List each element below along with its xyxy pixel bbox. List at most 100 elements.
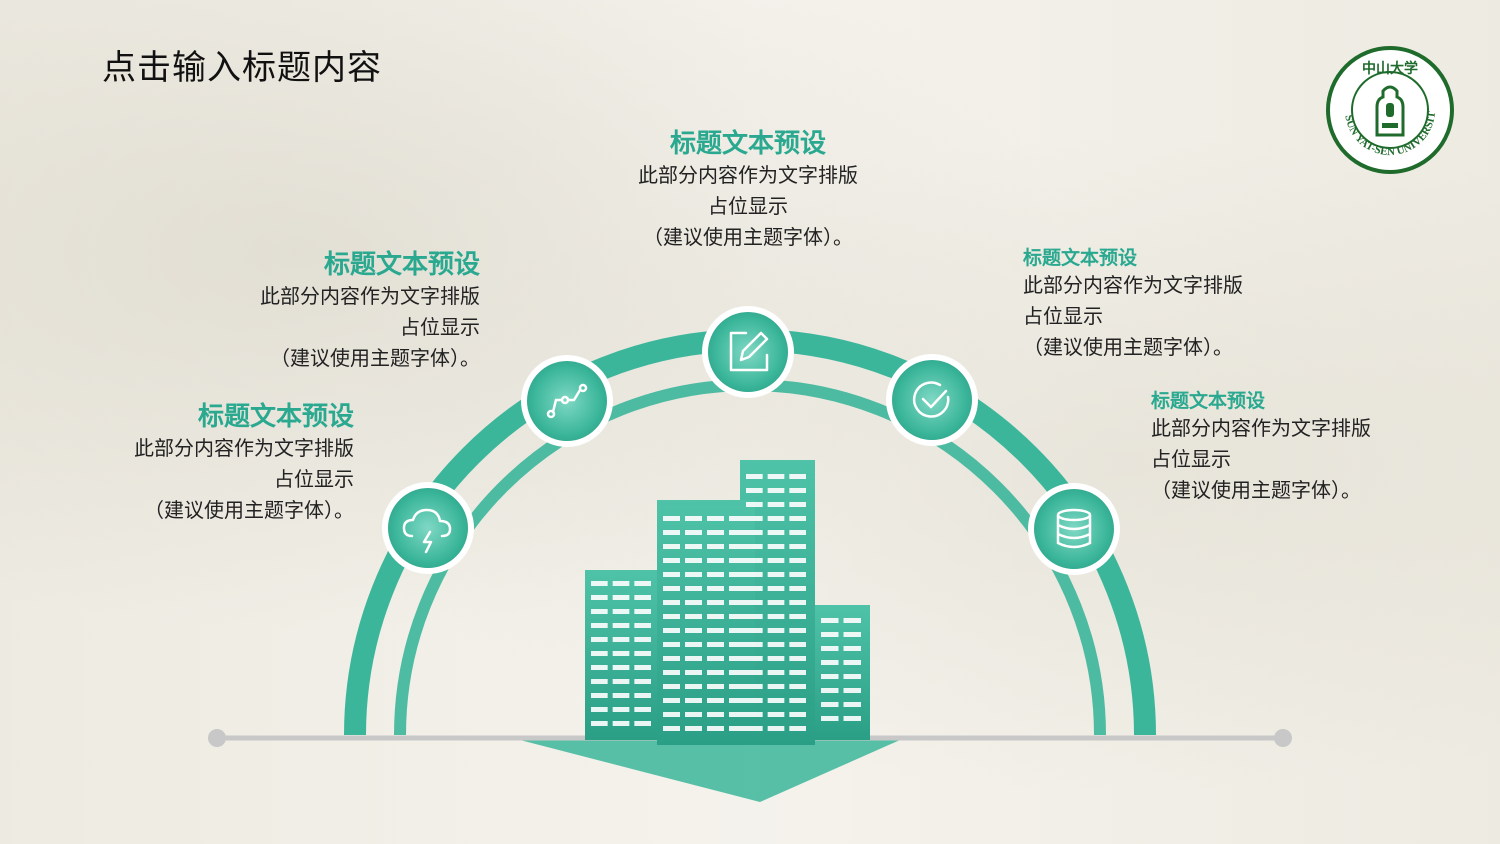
building-window (707, 726, 724, 731)
building-window (767, 670, 785, 675)
building-window (663, 656, 680, 661)
building-window (685, 614, 702, 619)
block-line-2[interactable]: 占位显示 (274, 467, 354, 491)
building-window (746, 502, 763, 507)
block-line-1[interactable]: 此部分内容作为文字排版 (1151, 416, 1371, 440)
building-window (707, 572, 724, 577)
block-line-2[interactable]: 占位显示 (708, 194, 788, 218)
building-window (767, 502, 785, 507)
block-line-1[interactable]: 此部分内容作为文字排版 (260, 284, 480, 308)
building-window (663, 530, 680, 535)
block-heading[interactable]: 标题文本预设 (1023, 247, 1138, 269)
building-window (729, 600, 746, 605)
block-line-2[interactable]: 占位显示 (400, 315, 480, 339)
building-window (789, 558, 806, 563)
edit-icon (729, 331, 769, 372)
building-window (821, 632, 839, 637)
block-line-3[interactable]: （建议使用主题字体）。 (144, 498, 354, 522)
building-window (746, 530, 763, 535)
building-window (767, 712, 785, 717)
building-window (729, 558, 746, 563)
block-line-3[interactable]: （建议使用主题字体）。 (270, 346, 480, 370)
chart-line-icon (546, 383, 588, 419)
block-line-3[interactable]: （建议使用主题字体）。 (1151, 478, 1361, 502)
block-line-3[interactable]: （建议使用主题字体）。 (1023, 335, 1233, 359)
building-window (707, 586, 724, 591)
building-window (707, 628, 724, 633)
block-line-1[interactable]: 此部分内容作为文字排版 (638, 163, 858, 187)
building-window (612, 721, 630, 726)
block-line-3[interactable]: （建议使用主题字体）。 (643, 225, 853, 249)
icon-node-1[interactable] (382, 482, 474, 574)
building-window (663, 516, 680, 521)
building-window (843, 688, 861, 693)
database-icon (1056, 508, 1092, 549)
text-block-lower-left: 标题文本预设 此部分内容作为文字排版 占位显示 （建议使用主题字体）。 (94, 401, 354, 526)
building-window (663, 544, 680, 549)
building-window (707, 544, 724, 549)
text-block-upper-right: 标题文本预设 此部分内容作为文字排版 占位显示 （建议使用主题字体）。 (1023, 246, 1283, 363)
building-window (663, 558, 680, 563)
building-window (685, 586, 702, 591)
baseline-left-dot (208, 729, 226, 747)
block-line-1[interactable]: 此部分内容作为文字排版 (1023, 273, 1243, 297)
building-window (789, 670, 806, 675)
block-line-2[interactable]: 占位显示 (1023, 304, 1103, 328)
building-window (767, 586, 785, 591)
block-heading[interactable]: 标题文本预设 (669, 129, 826, 159)
block-heading[interactable]: 标题文本预设 (1151, 390, 1266, 412)
building-window (591, 581, 608, 586)
building-window (685, 642, 702, 647)
icon-node-2[interactable] (521, 355, 613, 447)
building-window (685, 726, 702, 731)
building-window (789, 544, 806, 549)
building-window (767, 726, 785, 731)
icon-node-4[interactable] (886, 354, 978, 446)
university-logo: SUN YAT-SEN UNIVERSITY 中山大学 (1325, 45, 1454, 174)
building-window (821, 618, 839, 623)
building-window (685, 516, 702, 521)
building-window (591, 595, 608, 600)
building-window (663, 712, 680, 717)
block-heading[interactable]: 标题文本预设 (323, 250, 480, 280)
building-window (746, 558, 763, 563)
building-window (591, 609, 608, 614)
building-window (767, 488, 785, 493)
icon-node-3[interactable] (702, 306, 794, 398)
building-window (767, 600, 785, 605)
building-window (634, 581, 651, 586)
icon-node-5[interactable] (1028, 483, 1120, 575)
building-window (663, 572, 680, 577)
building-window (767, 516, 785, 521)
building-window (789, 516, 806, 521)
building-window (612, 609, 630, 614)
block-line-2[interactable]: 占位显示 (1151, 447, 1231, 471)
building-window (789, 502, 806, 507)
building-window (789, 642, 806, 647)
block-heading[interactable]: 标题文本预设 (197, 402, 354, 432)
building-window (707, 670, 724, 675)
building-window (707, 656, 724, 661)
slide-title[interactable]: 点击输入标题内容 (102, 48, 382, 88)
building-window (729, 726, 746, 731)
building-window (685, 544, 702, 549)
building-window (821, 646, 839, 651)
building-window (612, 651, 630, 656)
building-window (746, 474, 763, 479)
building-window (843, 646, 861, 651)
building-window (591, 721, 608, 726)
building-window (685, 684, 702, 689)
block-line-1[interactable]: 此部分内容作为文字排版 (134, 436, 354, 460)
building-window (789, 586, 806, 591)
building-window (685, 558, 702, 563)
building-window (685, 600, 702, 605)
building-window (612, 581, 630, 586)
ground-shape (520, 740, 900, 802)
building-window (843, 618, 861, 623)
building-window (746, 656, 763, 661)
building-window (746, 488, 763, 493)
building-window (746, 698, 763, 703)
building-window (612, 595, 630, 600)
building-window (729, 684, 746, 689)
building-window (729, 670, 746, 675)
